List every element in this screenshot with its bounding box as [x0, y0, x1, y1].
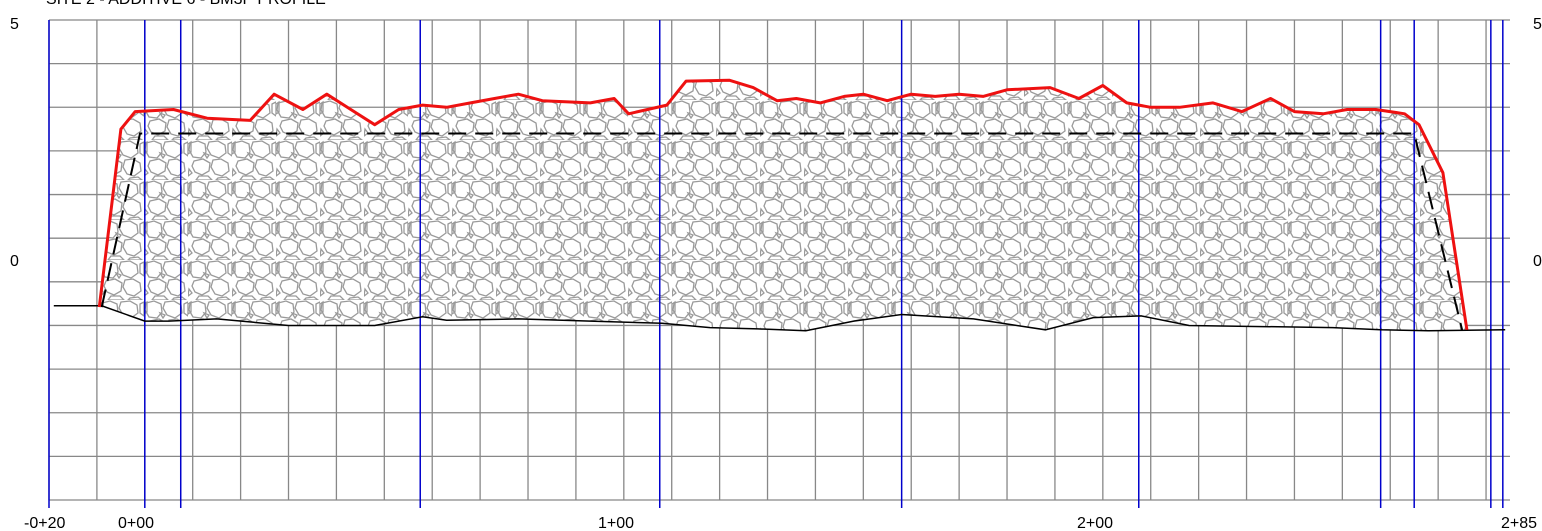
y-label-right-5: 5 — [1533, 16, 1542, 33]
x-label-100: 1+00 — [598, 515, 634, 531]
rock-riprap-fill — [99, 80, 1467, 331]
y-label-left-0: 0 — [10, 253, 19, 270]
station-lines — [48, 20, 1504, 508]
x-label-0: 0+00 — [118, 515, 154, 531]
y-label-right-0: 0 — [1533, 253, 1542, 270]
ground-line — [53, 305, 1506, 332]
y-label-left-5: 5 — [10, 16, 19, 33]
design-line — [100, 132, 1464, 331]
chart-title: SITE 2 - ADDITIVE 6 - BM3P PROFILE — [46, 0, 326, 8]
surface-line — [97, 78, 1469, 331]
x-label-285: 2+85 — [1501, 515, 1537, 531]
x-label-neg20: -0+20 — [24, 515, 65, 531]
x-label-200: 2+00 — [1077, 515, 1113, 531]
